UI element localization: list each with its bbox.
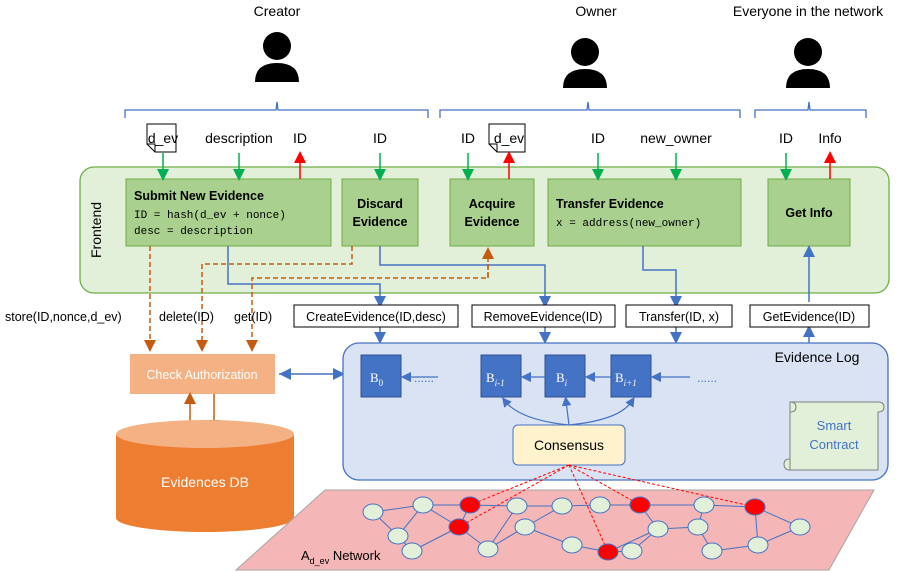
acquire-line-2: Evidence bbox=[465, 215, 520, 229]
submit-title: Submit New Evidence bbox=[134, 189, 264, 203]
evidence-log-title: Evidence Log bbox=[775, 349, 860, 365]
description-input-label: description bbox=[205, 130, 273, 146]
get-call-label: get(ID) bbox=[234, 310, 272, 324]
svg-text:Bi+1: Bi+1 bbox=[615, 370, 637, 388]
create-evidence-call: CreateEvidence(ID,desc) bbox=[293, 304, 459, 328]
consensus-links bbox=[458, 464, 756, 553]
chain-dots-left: ...... bbox=[414, 371, 434, 385]
input-arrows bbox=[157, 153, 792, 181]
smart-contract-line-2: Contract bbox=[809, 437, 859, 452]
remove-evidence-call: RemoveEvidence(ID) bbox=[471, 304, 616, 328]
evidences-db-cylinder: Evidences DB bbox=[116, 420, 294, 532]
block-bi-sub: i bbox=[565, 378, 568, 388]
actor-creator-label: Creator bbox=[254, 3, 301, 19]
actor-everyone-label: Everyone in the network bbox=[733, 3, 884, 19]
block-b-i-plus-1: Bi+1 bbox=[610, 354, 652, 398]
network-label-main: A bbox=[301, 548, 310, 563]
svg-text:Bi-1: Bi-1 bbox=[486, 370, 505, 388]
d-ev-output-label: d_ev bbox=[494, 130, 524, 146]
id-output-label: ID bbox=[293, 130, 307, 146]
transfer-call-label: Transfer(ID, x) bbox=[639, 310, 719, 324]
d-ev-input-label: d_ev bbox=[148, 130, 178, 146]
block-bip1-sub: i+1 bbox=[624, 378, 637, 388]
output-arrows bbox=[294, 151, 836, 179]
block-bip1-main: B bbox=[615, 370, 624, 385]
everyone-person-icon bbox=[786, 38, 830, 88]
submit-line-2: desc = description bbox=[134, 226, 253, 238]
get-info-label: Get Info bbox=[785, 206, 833, 220]
check-authorization-box: Check Authorization bbox=[130, 354, 275, 394]
creator-brace bbox=[124, 101, 429, 118]
acquire-evidence-box[interactable]: Acquire Evidence bbox=[449, 178, 535, 247]
delete-call-label: delete(ID) bbox=[159, 310, 214, 324]
consensus-label: Consensus bbox=[534, 437, 604, 453]
transfer-call: Transfer(ID, x) bbox=[625, 304, 733, 328]
create-evidence-label: CreateEvidence(ID,desc) bbox=[306, 310, 446, 324]
store-call-label: store(ID,nonce,d_ev) bbox=[5, 310, 122, 324]
consensus-arrows bbox=[502, 396, 635, 426]
get-info-box[interactable]: Get Info bbox=[767, 178, 851, 247]
owner-brace bbox=[439, 101, 741, 118]
smart-contract-scroll-icon bbox=[783, 401, 885, 471]
network-label-sub: d_ev bbox=[310, 556, 330, 566]
id-transfer-input-label: ID bbox=[591, 130, 605, 146]
transfer-title: Transfer Evidence bbox=[556, 197, 664, 211]
storage-arrows bbox=[144, 246, 494, 352]
discard-evidence-box[interactable]: Discard Evidence bbox=[341, 178, 419, 247]
new-owner-input-label: new_owner bbox=[640, 130, 712, 146]
creator-person-icon bbox=[255, 32, 299, 82]
block-bi-main: B bbox=[556, 370, 565, 385]
transfer-line: x = address(new_owner) bbox=[556, 218, 701, 230]
remove-evidence-label: RemoveEvidence(ID) bbox=[484, 310, 603, 324]
check-authorization-label: Check Authorization bbox=[146, 368, 257, 382]
block-b-i-minus-1: Bi-1 bbox=[480, 354, 522, 398]
get-evidence-call: GetEvidence(ID) bbox=[749, 304, 870, 328]
owner-person-icon bbox=[563, 38, 607, 88]
id-getinfo-input-label: ID bbox=[779, 130, 793, 146]
svg-text:Bi: Bi bbox=[556, 370, 568, 388]
network-nodes bbox=[362, 496, 811, 561]
svg-text:B0: B0 bbox=[370, 370, 384, 388]
d-ev-document-icon bbox=[146, 123, 177, 153]
block-bim1-main: B bbox=[486, 370, 495, 385]
actor-owner-label: Owner bbox=[575, 3, 617, 19]
chain-dots-right: ...... bbox=[697, 371, 717, 385]
info-output-label: Info bbox=[818, 130, 842, 146]
discard-line-1: Discard bbox=[357, 197, 403, 211]
smart-contract-line-1: Smart bbox=[817, 418, 852, 433]
consensus-box: Consensus bbox=[512, 424, 626, 466]
svg-text:Ad_ev Network: Ad_ev Network bbox=[301, 548, 381, 566]
get-evidence-label: GetEvidence(ID) bbox=[763, 310, 855, 324]
block-b-i: Bi bbox=[544, 354, 586, 398]
block-b0-sub: 0 bbox=[379, 378, 384, 388]
id-discard-input-label: ID bbox=[373, 130, 387, 146]
frontend-label: Frontend bbox=[88, 202, 104, 258]
block-b0-main: B bbox=[370, 370, 379, 385]
evidence-log-panel bbox=[342, 342, 889, 481]
call-arrows bbox=[227, 245, 815, 344]
everyone-brace bbox=[754, 101, 867, 118]
block-bim1-sub: i-1 bbox=[495, 378, 505, 388]
network-label-suffix: Network bbox=[329, 548, 381, 563]
transfer-evidence-box[interactable]: Transfer Evidence x = address(new_owner) bbox=[547, 178, 742, 247]
submit-line-1: ID = hash(d_ev + nonce) bbox=[134, 210, 286, 222]
acquire-line-1: Acquire bbox=[469, 197, 516, 211]
discard-line-2: Evidence bbox=[353, 215, 408, 229]
submit-new-evidence-box[interactable]: Submit New Evidence ID = hash(d_ev + non… bbox=[125, 178, 332, 247]
block-b0: B0 bbox=[360, 354, 402, 398]
id-acquire-input-label: ID bbox=[461, 130, 475, 146]
evidences-db-label: Evidences DB bbox=[161, 474, 249, 490]
